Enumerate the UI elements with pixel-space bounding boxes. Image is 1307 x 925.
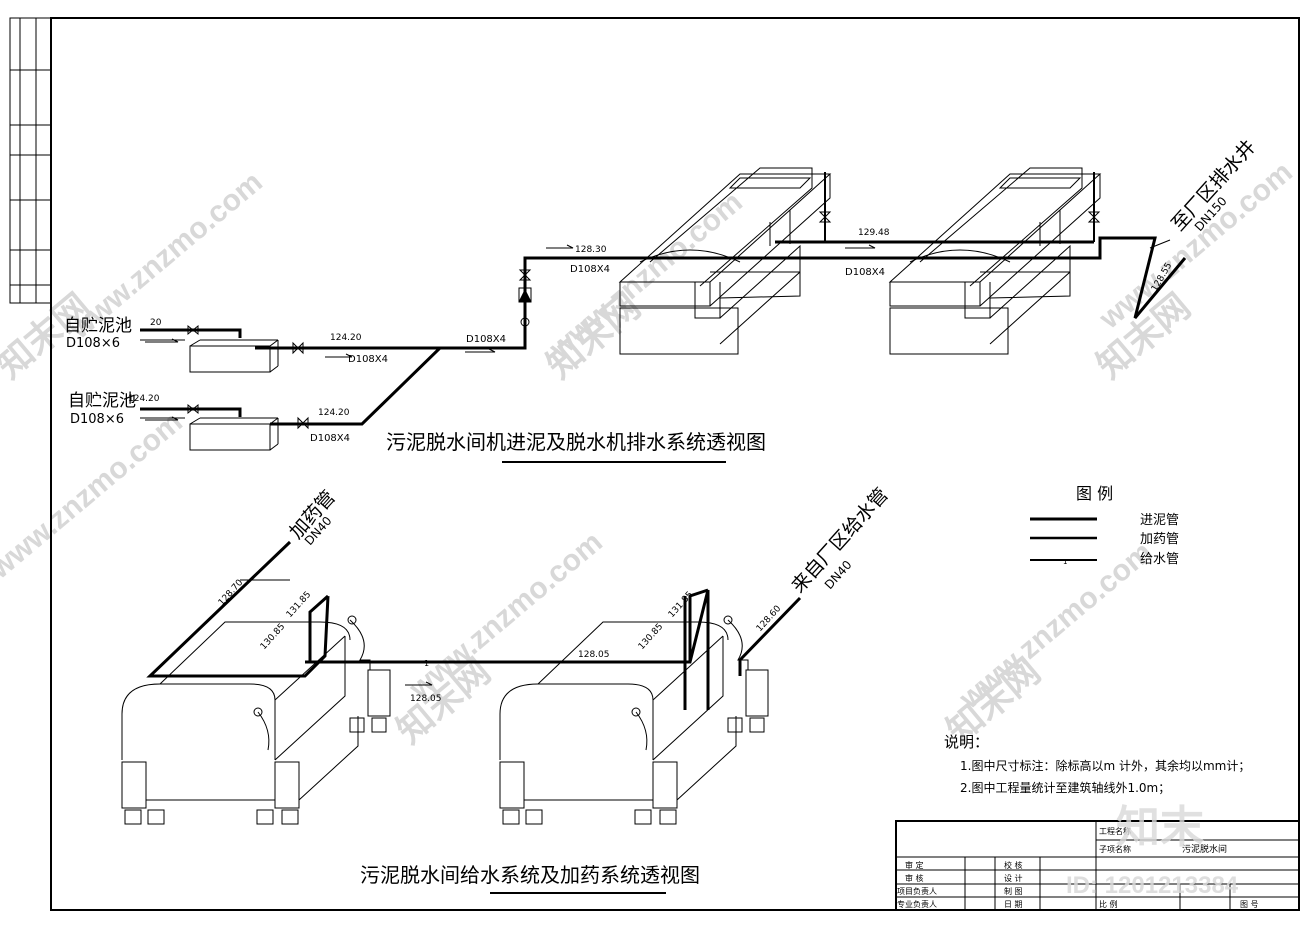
watermark-site: www.znzmo.com <box>0 405 189 586</box>
diagram-title: 污泥脱水间给水系统及加药系统透视图 <box>360 863 700 887</box>
subproject-label: 子项名称 <box>1099 844 1131 854</box>
tb-mid-label: 校 核 <box>1004 860 1023 870</box>
notes-title: 说明： <box>944 733 989 751</box>
sludge-tank-1 <box>189 345 271 373</box>
note-line: 1.图中尺寸标注：除标高以m 计外，其余均以mm计； <box>960 758 1250 773</box>
title-block-text: 工程名称 子项名称 污泥脱水间 审 定 审 核 项目负责人 专业负责人 校 核 … <box>897 826 1259 909</box>
legend: 图 例 1 进泥管 加药管 给水管 <box>1030 484 1179 567</box>
legend-item: 进泥管 <box>1140 513 1179 528</box>
tb-left-label: 专业负责人 <box>897 899 937 909</box>
tb-left-label: 项目负责人 <box>897 886 937 896</box>
note-line: 2.图中工程量统计至建筑轴线外1.0m； <box>960 780 1170 795</box>
flow-arrow-icon <box>145 244 876 421</box>
elevation-label: 130.85 <box>259 622 288 652</box>
valve-icon <box>187 403 199 415</box>
dewatering-machine-1 <box>618 167 832 355</box>
pipe-size-label: D108X4 <box>570 264 610 275</box>
valve-icon <box>187 324 199 336</box>
sludge-inlet-pipe-2 <box>140 407 242 417</box>
legend-item: 给水管 <box>1140 552 1179 567</box>
valve-icon <box>297 416 309 430</box>
elevation-label: 128.30 <box>575 245 607 255</box>
tb-mid-label: 设 计 <box>1004 873 1023 883</box>
pipe-size-label: D108X4 <box>310 433 350 444</box>
legend-title: 图 例 <box>1076 484 1113 503</box>
legend-mark: 1 <box>1063 558 1067 566</box>
elevation-label: 129.48 <box>858 228 890 238</box>
elevation-label: 128.05 <box>410 694 442 704</box>
elevation-label: 124.20 <box>318 408 350 418</box>
discharge-pipe <box>1098 236 1187 319</box>
valve-icon <box>818 211 832 223</box>
dewatering-unit-a <box>121 615 391 825</box>
elevation-label: 128.05 <box>578 650 610 660</box>
pipe-size-label: D108×6 <box>70 412 124 427</box>
watermark-site: www.znzmo.com <box>403 525 609 706</box>
project-label: 工程名称 <box>1099 826 1131 836</box>
sludge-source-label: 自贮泥池 <box>68 391 136 411</box>
sheet-border <box>9 17 1300 911</box>
elevation-label: 130.85 <box>637 622 666 652</box>
sludge-riser-pipe <box>440 242 1102 350</box>
title-block <box>895 820 1300 911</box>
pipe-size-label: D108X4 <box>348 354 388 365</box>
valve-icon <box>292 341 304 355</box>
legend-item: 加药管 <box>1140 532 1179 547</box>
notes: 说明： 1.图中尺寸标注：除标高以m 计外，其余均以mm计； 2.图中工程量统计… <box>944 733 1250 795</box>
diagram-title: 污泥脱水间机进泥及脱水机排水系统透视图 <box>386 430 766 454</box>
sludge-main-pipe <box>255 346 444 426</box>
dosing-pipe <box>146 540 330 678</box>
flow-arrow-icon <box>405 681 433 686</box>
check-valve-icon <box>518 287 532 327</box>
tb-right-label: 图 号 <box>1240 900 1259 909</box>
elevation-label: 124.20 <box>128 394 160 404</box>
pipe-mark-label: 1 <box>424 659 429 668</box>
watermark-id: ID: 1201213384 <box>1066 872 1239 899</box>
tb-left-label: 审 核 <box>905 873 924 883</box>
pipe-size-label: D108X4 <box>466 334 506 345</box>
bottom-labels: 加药管 DN40 来自厂区给水管 DN40 128.70 131.85 130.… <box>217 484 893 894</box>
watermark-site: www.znzmo.com <box>1093 155 1299 336</box>
sludge-tank-2 <box>189 423 271 451</box>
sludge-source-label: 自贮泥池 <box>64 316 132 336</box>
dewatering-unit-b <box>499 615 769 825</box>
elevation-label: 20 <box>150 318 162 328</box>
elevation-label: 128.70 <box>217 578 246 608</box>
tb-mid-label: 制 图 <box>1004 886 1023 896</box>
elevation-label: 124.20 <box>330 333 362 343</box>
dewatering-machine-2 <box>888 167 1102 355</box>
subproject-value: 污泥脱水间 <box>1182 843 1227 855</box>
valve-icon <box>1087 211 1101 223</box>
pipe-size-label: D108×6 <box>66 336 120 351</box>
bottom-system <box>121 540 802 825</box>
top-system <box>140 167 1187 451</box>
tb-right-label: 比 例 <box>1099 899 1118 909</box>
watermark-logo: 知末 <box>1116 803 1204 852</box>
tb-mid-label: 日 期 <box>1004 900 1023 909</box>
tb-left-label: 审 定 <box>905 860 924 870</box>
pipe-size-label: D108X4 <box>845 267 885 278</box>
sludge-inlet-pipe-1 <box>140 328 242 338</box>
valve-icon <box>518 269 532 281</box>
